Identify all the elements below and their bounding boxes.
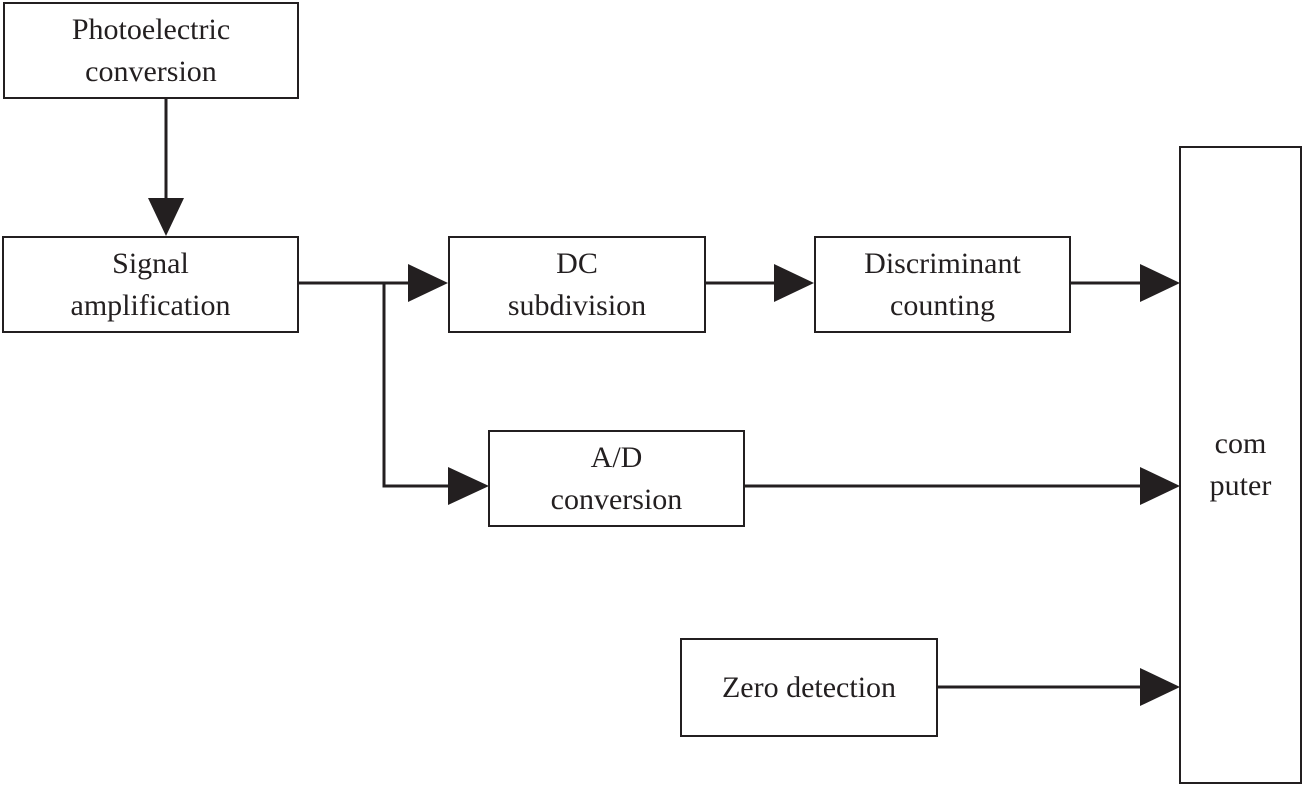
- signal-amplification-block: Signal amplification: [2, 236, 299, 333]
- signal-label-line2: amplification: [70, 288, 231, 322]
- dc-label-line2: subdivision: [507, 288, 647, 322]
- discriminant-counting-block: Discriminant counting: [814, 236, 1071, 333]
- arrowhead-zero-to-computer: [1140, 668, 1180, 706]
- computer-block: com puter: [1179, 146, 1302, 784]
- photoelectric-label-line2: conversion: [85, 54, 217, 88]
- arrowhead-to-discriminant: [774, 264, 814, 302]
- photoelectric-label-line1: Photoelectric: [71, 12, 231, 46]
- arrowhead-discriminant-to-computer: [1140, 264, 1180, 302]
- arrowhead-ad-to-computer: [1140, 467, 1180, 505]
- arrowhead-to-ad: [448, 467, 489, 505]
- arrowhead-to-signal: [148, 198, 184, 236]
- computer-label-line2: puter: [1209, 469, 1272, 502]
- photoelectric-conversion-block: Photoelectric conversion: [3, 2, 299, 99]
- dc-label-line1: DC: [556, 246, 598, 280]
- wire-signal-to-ad: [382, 283, 452, 488]
- ad-label-line2: conversion: [550, 482, 683, 516]
- zero-detection-block: Zero detection: [680, 638, 938, 737]
- dc-subdivision-block: DC subdivision: [448, 236, 706, 333]
- ad-conversion-block: A/D conversion: [488, 430, 745, 527]
- zero-label: Zero detection: [721, 670, 897, 704]
- arrowhead-to-dc: [408, 264, 448, 302]
- discriminant-label-line1: Discriminant: [864, 246, 1021, 280]
- ad-label-line1: A/D: [590, 440, 643, 474]
- signal-label-line1: Signal: [112, 246, 189, 280]
- computer-label-line1: com: [1214, 427, 1267, 460]
- discriminant-label-line2: counting: [890, 288, 995, 322]
